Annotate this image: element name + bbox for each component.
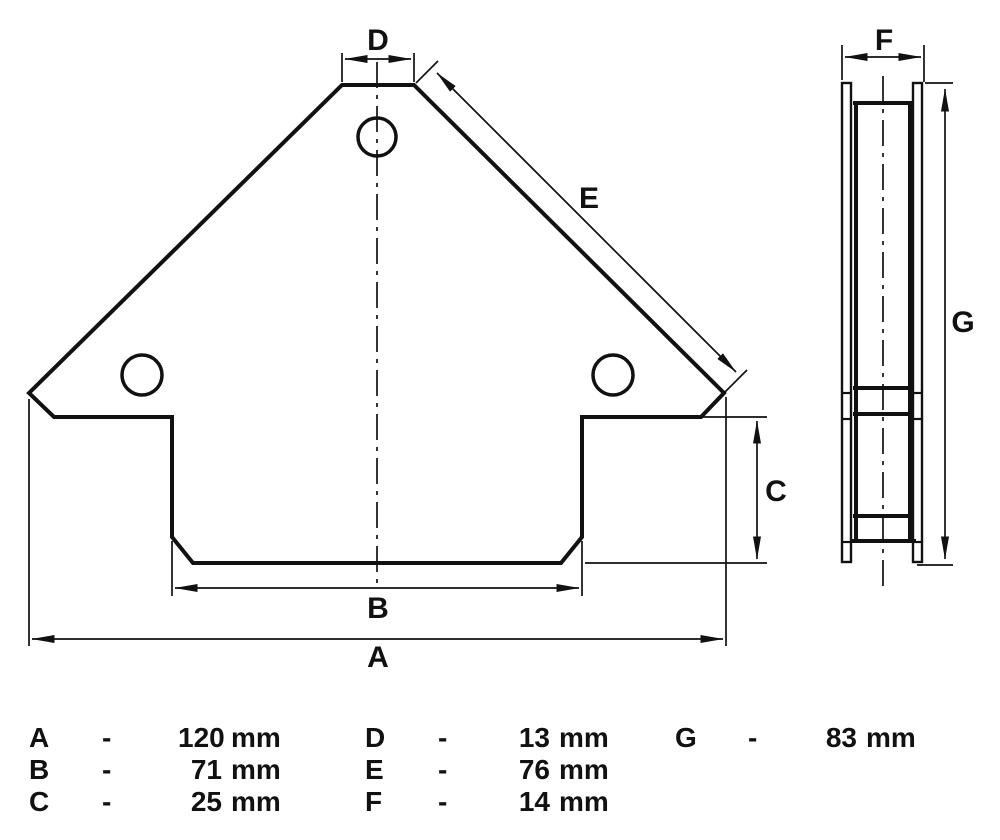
legend-value: 83 (825, 722, 857, 753)
legend-column-2: D - 13 mm E - 76 mm F - 14 mm (365, 722, 609, 818)
front-view-outline (26, 83, 727, 565)
dim-B: B (171, 541, 583, 625)
dim-C: C (585, 416, 787, 564)
legend-row-b: B - 71 mm (29, 754, 281, 786)
legend-value: 25 (190, 786, 222, 817)
dim-label-b: B (367, 592, 389, 625)
legend-row-d: D - 13 mm (365, 722, 609, 754)
legend-separator: - (438, 754, 448, 785)
front-view (26, 62, 727, 585)
legend-value: 120 (178, 722, 225, 753)
legend-column-1: A - 120 mm B - 71 mm C - 25 mm (29, 722, 281, 818)
legend-row-a: A - 120 mm (29, 722, 281, 754)
legend-unit: mm (231, 722, 281, 753)
legend-column-3: G - 83 mm (675, 722, 916, 754)
dim-label-g: G (951, 306, 974, 339)
dim-label-a: A (367, 641, 389, 674)
hole-left-icon (120, 353, 164, 397)
dim-A: A (28, 397, 727, 674)
dim-label-f: F (875, 24, 893, 57)
legend-letter: B (29, 754, 50, 785)
dim-G: G (917, 82, 975, 566)
dim-E: E (415, 60, 748, 393)
legend-unit: mm (559, 754, 609, 785)
legend-letter: E (365, 754, 384, 785)
dim-D: D (341, 24, 415, 82)
side-view (840, 76, 924, 592)
dim-e-ext-top (415, 60, 439, 84)
legend-unit: mm (231, 754, 281, 785)
legend-separator: - (438, 786, 448, 817)
legend-value: 14 (518, 786, 550, 817)
legend-letter: C (29, 786, 50, 817)
legend-separator: - (102, 722, 112, 753)
legend-row-e: E - 76 mm (365, 754, 609, 786)
legend-value: 13 (518, 722, 550, 753)
legend-unit: mm (559, 722, 609, 753)
legend-letter: D (365, 722, 386, 753)
legend-value: 71 (190, 754, 222, 785)
dim-e-ext-bottom (724, 369, 748, 393)
legend-letter: F (365, 786, 383, 817)
hole-right-icon (591, 353, 635, 397)
legend-separator: - (102, 786, 112, 817)
side-plate-right (911, 81, 924, 564)
legend-unit: mm (559, 786, 609, 817)
legend-letter: A (29, 722, 50, 753)
legend-unit: mm (231, 786, 281, 817)
legend-separator: - (748, 722, 758, 753)
dim-e-line (436, 72, 737, 373)
dim-label-e: E (579, 182, 599, 215)
legend-unit: mm (866, 722, 916, 753)
legend-row-g: G - 83 mm (675, 722, 916, 754)
legend-separator: - (102, 754, 112, 785)
legend-letter: G (675, 722, 697, 753)
legend-value: 76 (518, 754, 550, 785)
legend-row-f: F - 14 mm (365, 786, 609, 818)
dim-label-d: D (367, 24, 389, 57)
dim-F: F (841, 24, 925, 82)
dim-label-c: C (765, 475, 787, 508)
legend-separator: - (438, 722, 448, 753)
side-plate-left (840, 81, 853, 564)
legend-row-c: C - 25 mm (29, 786, 281, 818)
